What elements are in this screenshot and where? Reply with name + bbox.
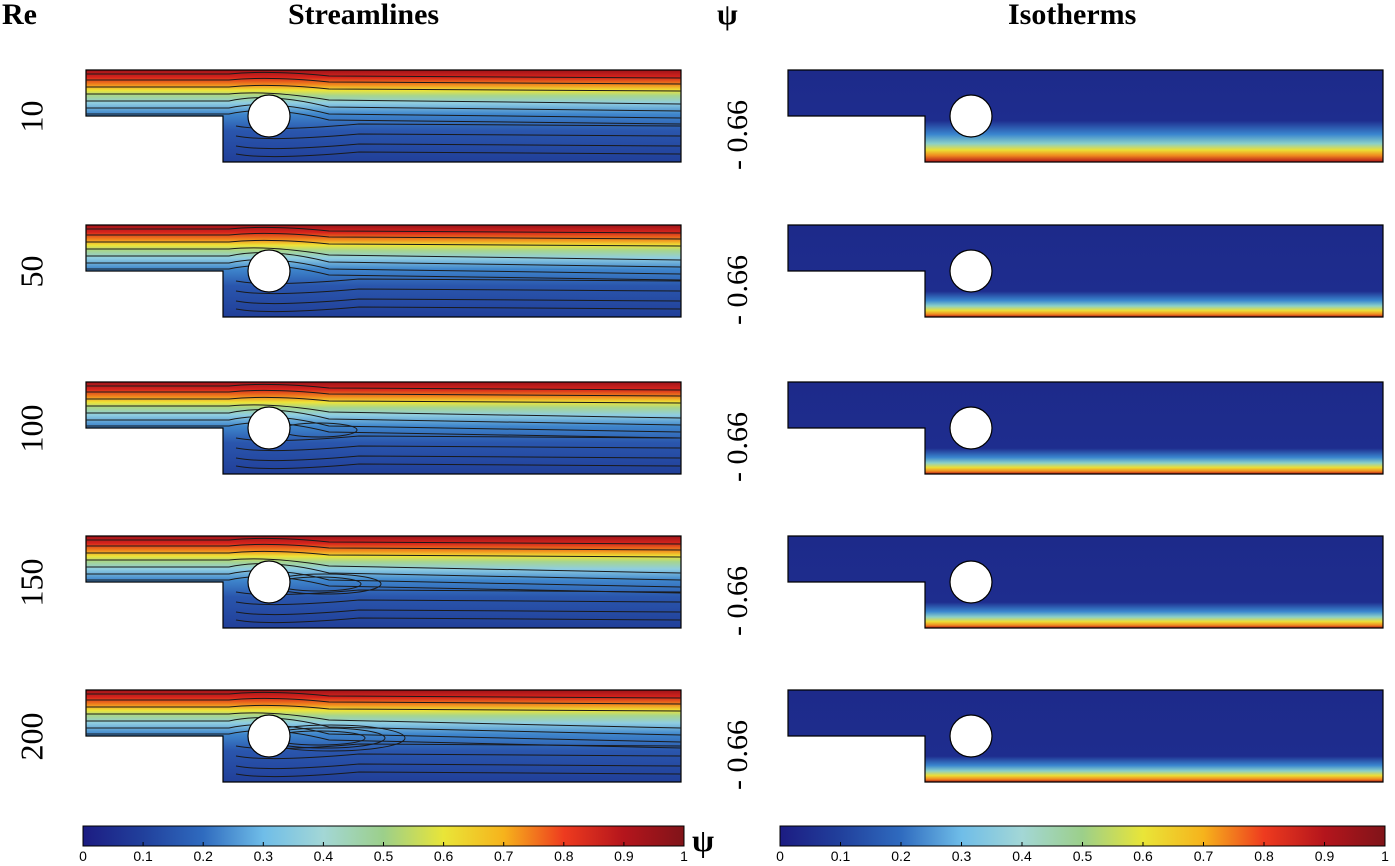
colorbar-streamlines: 0 0.1 0.2 0.3 0.4 0.5 0.6 0.7 0.8 0.9 1 [79, 825, 688, 864]
streamline [235, 288, 682, 295]
cylinder [949, 560, 993, 604]
streamline [86, 550, 682, 558]
streamline-panel-100 [85, 381, 682, 475]
psi-header: ψ [717, 0, 738, 31]
isotherm-panel-50 [787, 224, 1384, 318]
isotherm-panel-10 [787, 69, 1384, 163]
streamline [86, 712, 682, 729]
isotherm-field [787, 689, 1384, 783]
streamline [86, 71, 682, 79]
cylinder [949, 94, 993, 138]
cylinder [949, 714, 993, 758]
streamline-field [85, 535, 682, 629]
streamline [235, 771, 682, 778]
streamline [235, 298, 682, 305]
colorbar-tick-label: 0 [79, 848, 87, 864]
streamline [235, 123, 682, 130]
streamline-field [85, 224, 682, 318]
colorbar-tick-label: 0.3 [254, 848, 274, 864]
streamline [235, 763, 682, 770]
isotherm-field [787, 224, 1384, 318]
colorbar-tick-label: 1 [680, 848, 688, 864]
re-header: Re [2, 0, 37, 31]
cylinder [949, 249, 993, 293]
colorbar-tick-label: 0.2 [891, 848, 911, 864]
streamline [235, 445, 682, 452]
streamline [86, 404, 682, 419]
isotherm-panel-200 [787, 689, 1384, 783]
streamline-panel-150 [85, 535, 682, 629]
streamline [235, 599, 682, 606]
colorbar-tick-label: 0.1 [133, 848, 153, 864]
streamline [235, 278, 682, 285]
streamline [235, 151, 682, 158]
streamline [86, 92, 682, 105]
streamline [86, 77, 682, 85]
streamline [235, 133, 682, 140]
streamline [86, 389, 682, 397]
colorbar-tick-label: 0.5 [1073, 848, 1093, 864]
cylinder [247, 94, 291, 138]
cylinder [949, 406, 993, 450]
streamline [235, 463, 682, 470]
streamline [86, 226, 682, 234]
streamline-panel-200 [85, 689, 682, 783]
streamline [86, 247, 682, 261]
cylinder [247, 249, 291, 293]
streamline [235, 143, 682, 150]
streamline [86, 704, 682, 712]
colorbar-tick-label: 0.6 [1133, 848, 1153, 864]
streamline-panel-50 [85, 224, 682, 318]
isotherm-panel-150 [787, 535, 1384, 629]
streamline [86, 232, 682, 240]
streamline [86, 537, 682, 545]
streamline-field [85, 69, 682, 163]
streamline [235, 306, 682, 313]
cylinder [247, 714, 291, 758]
streamline [86, 558, 682, 574]
colorbar-tick-label: 0.8 [1254, 848, 1274, 864]
streamline [235, 435, 682, 442]
streamline [235, 589, 682, 596]
colorbar-tick-label: 0.6 [434, 848, 454, 864]
streamline [86, 396, 682, 404]
streamline [235, 609, 682, 616]
cylinder [247, 406, 291, 450]
streamline [86, 84, 682, 92]
colorbar-tick-label: 0 [776, 848, 784, 864]
streamline [86, 697, 682, 705]
streamline [235, 455, 682, 462]
streamline [86, 691, 682, 699]
streamline-panel-10 [85, 69, 682, 163]
isotherms-header: Isotherms [1008, 0, 1137, 31]
isotherm-field [787, 69, 1384, 163]
colorbar-tick-label: 0.9 [614, 848, 634, 864]
colorbar-tick-label: 0.2 [193, 848, 213, 864]
colorbar-tick-label: 0.4 [314, 848, 334, 864]
colorbar-tick-label: 0.7 [1194, 848, 1214, 864]
colorbar-tick-label: 0.3 [952, 848, 972, 864]
colorbar-tick-label: 1 [1381, 848, 1389, 864]
streamlines-header: Streamlines [288, 0, 440, 31]
colorbar-tick-label: 0.7 [494, 848, 514, 864]
colorbar-tick-label: 0.1 [831, 848, 851, 864]
streamline [86, 543, 682, 551]
colorbar-psi-symbol: ψ [692, 822, 715, 858]
colorbar-tick-label: 0.4 [1012, 848, 1032, 864]
streamline [235, 617, 682, 624]
isotherm-field [787, 535, 1384, 629]
streamline [86, 383, 682, 391]
streamline-field [85, 381, 682, 475]
streamline [235, 753, 682, 760]
isotherm-panel-100 [787, 381, 1384, 475]
colorbar-tick-label: 0.8 [554, 848, 574, 864]
streamline [86, 239, 682, 247]
colorbar-tick-label: 0.5 [374, 848, 394, 864]
colorbar-tick-label: 0.9 [1315, 848, 1335, 864]
colorbar-isotherms: 0 0.1 0.2 0.3 0.4 0.5 0.6 0.7 0.8 0.9 1 [776, 825, 1389, 864]
cylinder [247, 560, 291, 604]
isotherm-field [787, 381, 1384, 475]
